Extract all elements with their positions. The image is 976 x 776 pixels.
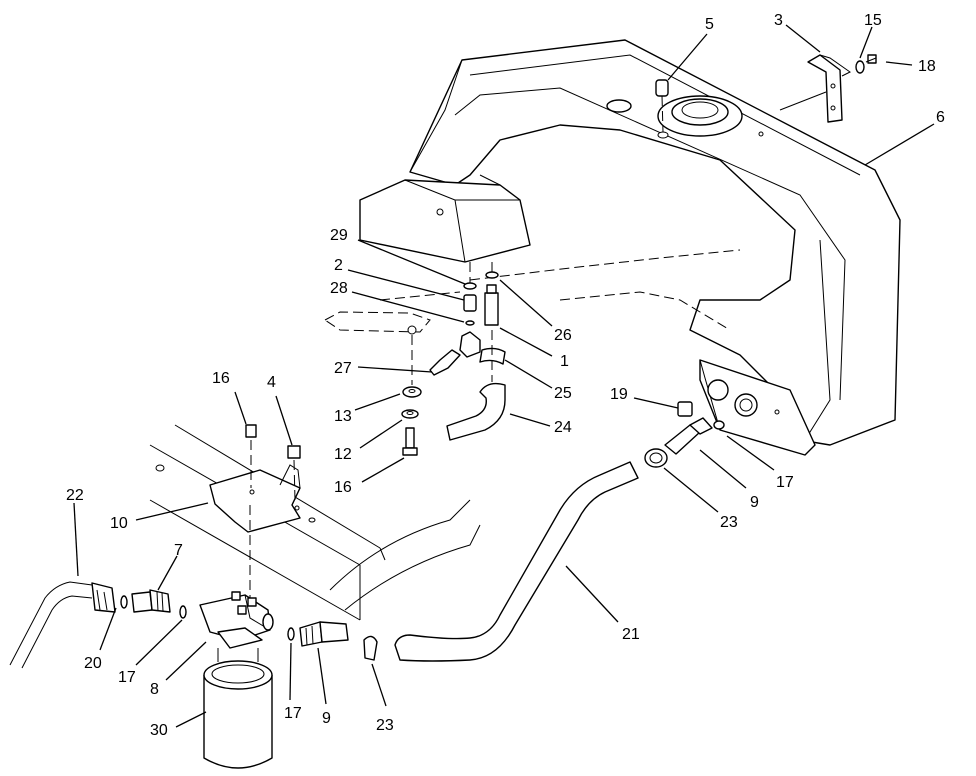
callout-5: 5	[705, 16, 714, 33]
fuel-filter	[203, 648, 273, 769]
callout-17-tank: 17	[776, 474, 794, 491]
callout-26: 26	[554, 327, 572, 344]
callout-labels: 5 3 15 18 6 29 2 28 26 1 27 25 13 24 12 …	[66, 12, 945, 739]
callout-4: 4	[267, 374, 276, 391]
bracket-washer	[855, 60, 865, 74]
callout-13: 13	[334, 408, 352, 425]
callout-22: 22	[66, 487, 84, 504]
washer-13	[402, 386, 422, 398]
callout-3: 3	[774, 12, 783, 29]
callout-30: 30	[150, 722, 168, 739]
bolt-16-left	[245, 424, 257, 488]
callout-28: 28	[330, 280, 348, 297]
callout-27: 27	[334, 360, 352, 377]
callout-15: 15	[864, 12, 882, 29]
callout-17-left: 17	[118, 669, 136, 686]
callout-12: 12	[334, 446, 352, 463]
frame-rail	[149, 424, 481, 621]
plug-19	[677, 401, 693, 417]
adapter-7	[131, 589, 171, 613]
washer-12	[401, 409, 419, 419]
callout-20: 20	[84, 655, 102, 672]
callout-16-left: 16	[212, 370, 230, 387]
fuel-tank	[359, 39, 901, 456]
callout-19: 19	[610, 386, 628, 403]
callout-9-mid: 9	[322, 710, 331, 727]
callout-17-mid: 17	[284, 705, 302, 722]
fuel-fittings	[429, 262, 506, 441]
fitting-9b	[299, 621, 349, 647]
mount-plate-outline	[324, 311, 431, 333]
oring-17	[179, 605, 187, 619]
callout-24: 24	[554, 419, 572, 436]
bracket-screw	[865, 54, 877, 64]
callout-16-right: 16	[334, 479, 352, 496]
leader-lines	[73, 24, 935, 728]
nut-20	[91, 582, 116, 613]
filter-bracket	[209, 464, 301, 533]
callout-8: 8	[150, 681, 159, 698]
callout-21: 21	[622, 626, 640, 643]
callout-10: 10	[110, 515, 128, 532]
oring-17b	[120, 595, 128, 609]
callout-9-tank: 9	[750, 494, 759, 511]
callout-1: 1	[560, 353, 569, 370]
filter-head-8	[199, 505, 274, 649]
callout-29: 29	[330, 227, 348, 244]
bolt-16-right	[402, 427, 418, 456]
oring-17a	[713, 420, 725, 430]
vent-fitting	[655, 79, 669, 133]
callout-7: 7	[174, 542, 183, 559]
clamp-23a	[644, 448, 668, 468]
callout-18: 18	[918, 58, 936, 75]
clamp-23b	[363, 635, 378, 661]
callout-6: 6	[936, 109, 945, 126]
oring-17c	[287, 627, 295, 641]
fitting-9a	[664, 417, 713, 455]
callout-25: 25	[554, 385, 572, 402]
hold-down-bracket	[779, 54, 851, 123]
fuel-line-22	[9, 581, 93, 669]
callout-2: 2	[334, 257, 343, 274]
hose-21	[394, 461, 639, 662]
callout-23-tank: 23	[720, 514, 738, 531]
callout-23-mid: 23	[376, 717, 394, 734]
bolt-4	[287, 445, 301, 501]
